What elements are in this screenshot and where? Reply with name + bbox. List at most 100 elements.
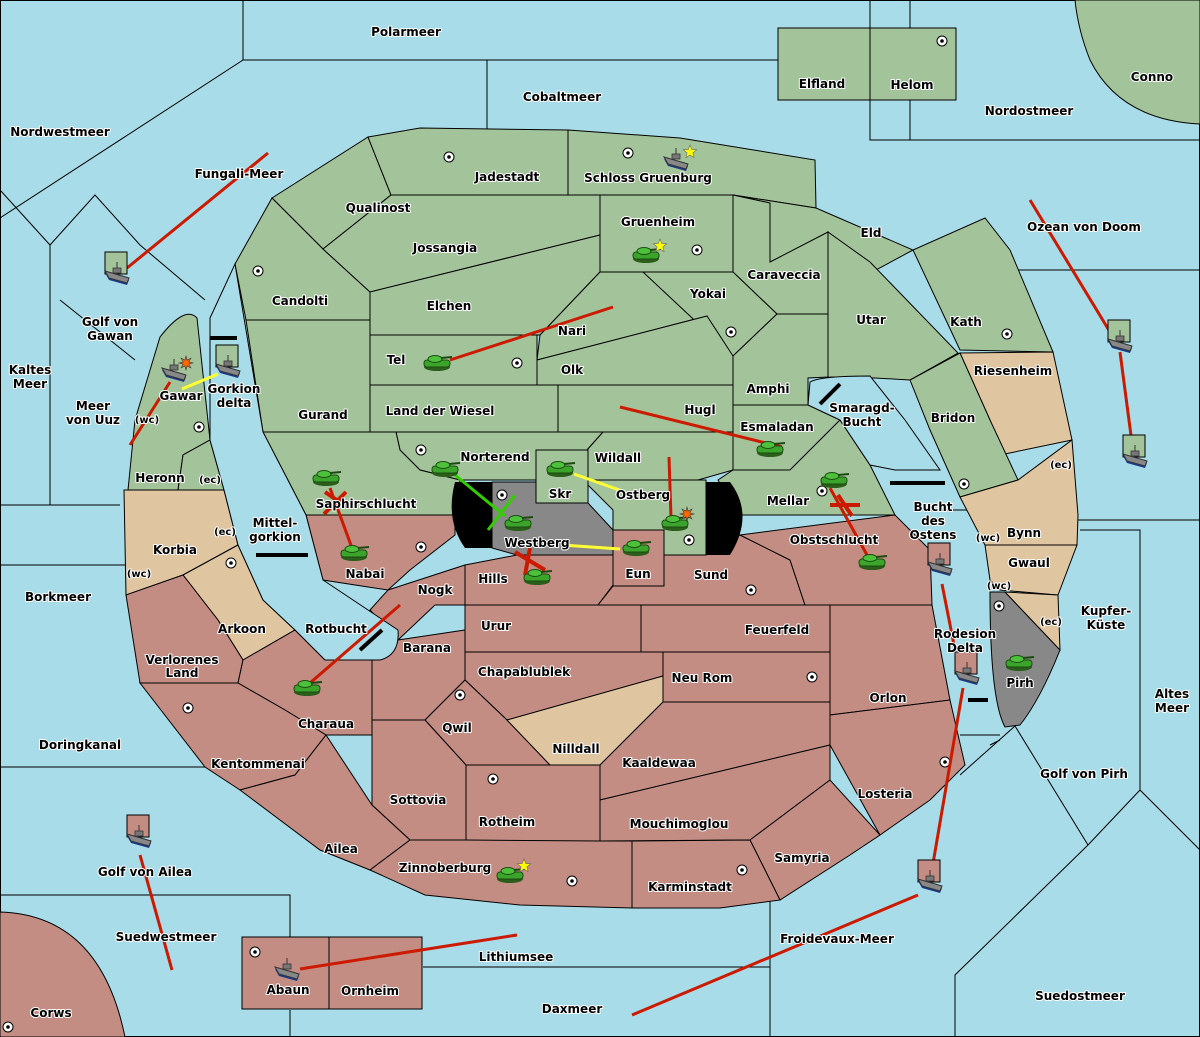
land-label-rotheim: Rotheim [479,815,536,829]
land-label-ornheim: Ornheim [341,984,399,998]
sea-label-kupfer: Kupfer- [1081,604,1131,618]
supply-center-layer [2,35,1013,1033]
army-unit-icon[interactable] [661,505,696,531]
fleet-unit-icon[interactable] [662,144,698,171]
army-unit-icon[interactable] [546,461,576,478]
land-label-sund: Sund [694,568,728,582]
land-label-bridon: Bridon [931,411,976,425]
army-unit-icon[interactable] [504,515,534,532]
territory-conno[interactable] [1074,0,1200,125]
fleet-unit-icon[interactable] [926,542,953,576]
move-order-arrow [299,933,518,971]
army-unit-icon[interactable] [523,569,553,586]
failed-orders [322,490,860,576]
army-unit-icon[interactable] [293,680,323,697]
army-unit-icon[interactable] [496,858,532,883]
army-unit-icon[interactable] [622,540,652,557]
supply-center-icon [415,541,427,553]
sea-smaragd-bucht[interactable] [807,375,941,471]
star-icon [682,144,698,159]
army-unit-icon[interactable] [858,554,888,571]
fleet-unit-icon[interactable] [1121,434,1148,468]
sea-label-golf-von-pirh: Golf von Pirh [1040,767,1128,781]
territory-gwaul[interactable] [984,544,1078,596]
supply-center-icon [193,421,205,433]
territory-westberg[interactable] [491,481,614,556]
fleet-unit-icon[interactable] [273,958,300,981]
territory-gruenheim[interactable] [599,194,734,273]
coast-label: (ec) [214,527,236,538]
land-label-verlorenes: Verlorenes [146,653,219,667]
territory-elfland[interactable] [777,27,871,101]
territory-feuerfeld[interactable] [640,604,831,653]
supply-center-icon [454,689,466,701]
army-unit-icon[interactable] [820,472,850,489]
land-label-candolti: Candolti [272,294,328,308]
supply-center-icon [225,557,237,569]
army-unit-icon[interactable] [423,355,453,372]
army-unit-icon[interactable] [340,545,370,562]
land-label-land-der-wiesel: Land der Wiesel [386,404,495,418]
supply-center-icon [816,485,828,497]
supply-center-icon [511,357,523,369]
move-order-arrow [1028,199,1112,333]
sea-label-ostens: Ostens [910,528,957,542]
dislodged-burst-icon [177,354,195,372]
territory-rotheim[interactable] [465,764,601,842]
red-territories [0,514,966,1037]
land-label-arkoon: Arkoon [218,622,266,636]
fleet-unit-icon[interactable] [103,251,130,285]
territory-neu-rom[interactable] [662,651,831,703]
sea-label-polarmeer: Polarmeer [371,25,441,39]
land-label-ailea: Ailea [324,842,358,856]
land-label-mellar: Mellar [767,494,809,508]
sea-gorkion[interactable] [209,262,399,661]
fleet-unit-icon[interactable] [160,354,195,382]
fleet-unit-icon[interactable] [214,344,241,378]
land-label-tel: Tel [387,353,406,367]
land-label-caraveccia: Caraveccia [747,268,820,282]
land-label-wildall: Wildall [595,451,641,465]
land-label-zinnoberburg: Zinnoberburg [399,861,491,875]
army-unit-icon[interactable] [431,461,461,478]
coast-label: (ec) [1040,617,1062,628]
fleet-unit-icon[interactable] [1106,319,1133,353]
land-label-mouchimoglou: Mouchimoglou [630,817,729,831]
land-label-obstschlucht: Obstschlucht [790,533,879,547]
fleet-unit-icon[interactable] [953,651,980,685]
land-label-elchen: Elchen [427,299,472,313]
sea-label-borkmeer: Borkmeer [25,590,91,604]
territory-karminstadt[interactable] [631,839,781,909]
army-unit-icon[interactable] [632,238,668,263]
sea-label-altes: Altes [1155,687,1189,701]
army-unit-icon[interactable] [756,441,786,458]
territory-ornheim[interactable] [328,936,423,1010]
supply-center-icon [958,478,970,490]
army-unit-icon[interactable] [1005,655,1035,672]
land-label-ostberg: Ostberg [616,488,670,502]
sea-label-von-uuz: von Uuz [66,413,120,427]
fleet-unit-icon[interactable] [125,814,152,848]
territory-land-der-wiesel[interactable] [369,384,559,433]
territory-kath[interactable] [912,217,1054,353]
land-label-norterend: Norterend [460,450,529,464]
land-label-amphi: Amphi [746,382,789,396]
territory-ailea[interactable] [238,734,411,871]
territory-jadestadt[interactable] [367,127,569,196]
coast-label: (wc) [127,569,151,580]
sea-label-gorkion: gorkion [249,530,301,544]
supply-center-icon [993,600,1005,612]
fleet-unit-icon[interactable] [916,859,943,893]
sea-label-daxmeer: Daxmeer [542,1002,603,1016]
supply-center-icon [249,946,261,958]
coast-label: (wc) [135,415,159,426]
land-label-westberg: Westberg [504,536,569,550]
sea-label-rotbucht: Rotbucht [305,622,367,636]
territory-corws[interactable] [0,911,126,1037]
sea-label-nordostmeer: Nordostmeer [985,104,1074,118]
army-unit-icon[interactable] [312,470,342,487]
double-arrow [818,382,842,406]
land-label-feuerfeld: Feuerfeld [745,623,810,637]
move-order-arrow [940,583,957,651]
